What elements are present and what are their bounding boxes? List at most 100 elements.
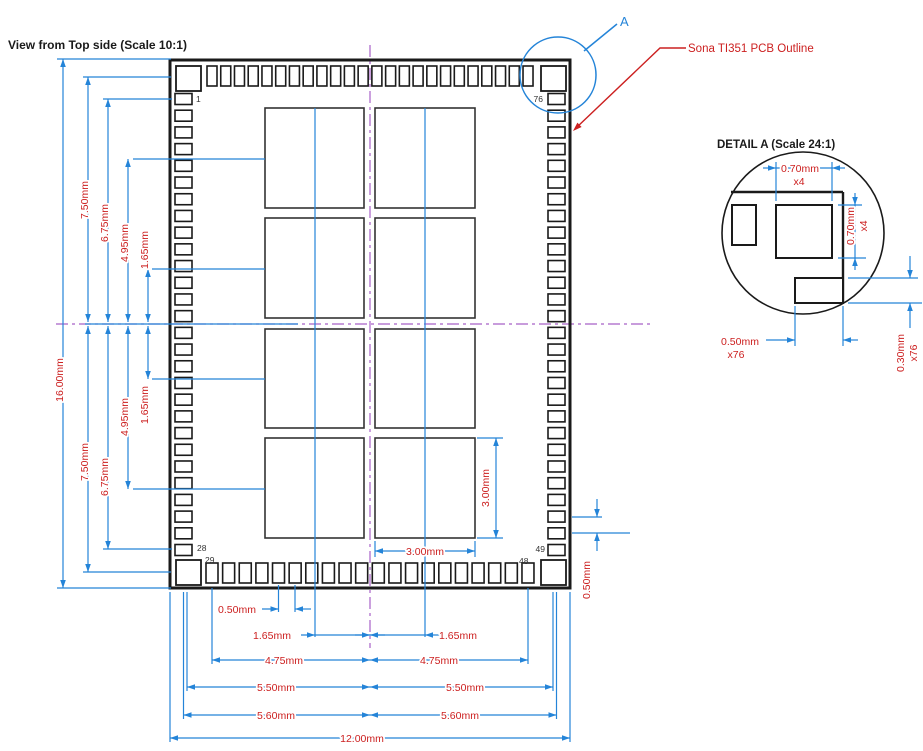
left-pad: [174, 176, 193, 189]
dimension-label: 3.00mm: [406, 546, 444, 558]
detail-dimension-label: 0.30mm: [895, 334, 907, 372]
left-pad: [174, 410, 193, 423]
bottom-pad: [471, 562, 485, 584]
detail-a-layer: [721, 151, 922, 346]
arrowhead-icon: [370, 657, 378, 663]
top-pad: [357, 65, 369, 87]
arrowhead-icon: [787, 337, 795, 343]
arrowhead-icon: [145, 371, 151, 379]
arrowhead-icon: [425, 632, 433, 638]
left-pad: [174, 159, 193, 173]
arrowhead-icon: [125, 481, 131, 489]
bottom-pad: [487, 562, 502, 584]
arrowhead-icon: [362, 684, 370, 690]
dimension-lines-layer: [57, 23, 686, 742]
detail-dimension-count: x4: [858, 220, 870, 231]
left-pad: [174, 243, 193, 256]
detail-marker-circle: [519, 36, 597, 114]
arrowhead-icon: [852, 258, 858, 266]
pin-number: 76: [534, 94, 544, 104]
arrowhead-icon: [60, 580, 66, 588]
left-pad: [174, 393, 193, 406]
arrowhead-icon: [594, 533, 600, 541]
arrowhead-icon: [832, 165, 840, 171]
arrowhead-icon: [183, 712, 192, 718]
right-pad: [547, 527, 566, 540]
arrowhead-icon: [562, 735, 570, 741]
right-pad: [547, 393, 566, 406]
right-pad: [547, 92, 566, 106]
top-pad: [302, 65, 314, 87]
arrowhead-icon: [362, 712, 370, 718]
bottom-pad: [421, 562, 435, 584]
dimension-label: 6.75mm: [99, 458, 111, 496]
right-pad: [547, 426, 566, 440]
right-pad: [547, 293, 566, 306]
left-pad: [174, 359, 193, 373]
detail-dimension-label: 0.70mm: [845, 207, 857, 245]
right-pad: [547, 443, 566, 457]
arrowhead-icon: [105, 314, 111, 322]
dimension-label: 6.75mm: [99, 204, 111, 242]
left-pad: [174, 259, 193, 273]
arrowhead-icon: [105, 99, 111, 107]
bottom-pad: [454, 562, 469, 584]
arrowhead-icon: [594, 509, 600, 517]
top-pad: [206, 65, 218, 87]
bottom-pad: [271, 562, 286, 584]
detail-right-pad: [794, 277, 844, 304]
corner-pad: [175, 559, 202, 586]
arrowhead-icon: [493, 438, 499, 446]
arrowhead-icon: [852, 197, 858, 205]
pcb-outline-callout: Sona TI351 PCB Outline: [688, 43, 814, 55]
right-pad: [547, 226, 566, 239]
dimension-label: 5.60mm: [257, 710, 295, 722]
arrowhead-icon: [548, 712, 557, 718]
outline-callout-leader: [575, 47, 686, 129]
right-pad: [547, 109, 566, 123]
left-pad: [174, 343, 193, 356]
left-pad: [174, 309, 193, 323]
bottom-pad: [521, 562, 535, 584]
right-pad: [547, 176, 566, 189]
left-pad: [174, 192, 193, 206]
arrowhead-icon: [843, 337, 851, 343]
arrowhead-icon: [105, 541, 111, 549]
detail-a-circle: [721, 151, 885, 315]
detail-dimension-label: 0.50mm: [721, 336, 759, 348]
left-pad: [174, 142, 193, 156]
left-pad: [174, 209, 193, 223]
arrowhead-icon: [362, 657, 370, 663]
outline-callout-arrowhead-icon: [573, 122, 582, 131]
arrowhead-icon: [145, 326, 151, 334]
dimension-label: 5.60mm: [441, 710, 479, 722]
right-pad: [547, 326, 566, 340]
bottom-pad: [255, 562, 269, 584]
pin-number: 49: [536, 544, 546, 554]
dimension-label: 12.00mm: [340, 733, 384, 745]
detail-dimension-label: 0.70mm: [781, 163, 819, 175]
detail-a-title: DETAIL A (Scale 24:1): [717, 139, 835, 151]
top-pad: [288, 65, 301, 87]
bottom-pad: [371, 562, 386, 584]
left-pad: [174, 426, 193, 440]
arrowhead-icon: [145, 269, 151, 277]
right-pad: [547, 259, 566, 273]
main-view-title: View from Top side (Scale 10:1): [8, 38, 187, 52]
top-pad: [371, 65, 383, 87]
top-pad: [522, 65, 534, 87]
bottom-pad: [221, 562, 236, 584]
left-pad: [174, 226, 193, 239]
right-pad: [547, 460, 566, 473]
pin-number: 28: [197, 543, 207, 553]
right-pad: [547, 192, 566, 206]
arrowhead-icon: [125, 159, 131, 167]
left-pad: [174, 460, 193, 473]
top-pad: [343, 65, 356, 87]
bottom-pad: [354, 562, 369, 584]
arrowhead-icon: [85, 77, 91, 85]
detail-marker-leader: [583, 23, 618, 52]
detail-corner-pad: [775, 204, 833, 259]
arrowhead-icon: [105, 326, 111, 334]
dimension-label: 1.65mm: [439, 630, 477, 642]
